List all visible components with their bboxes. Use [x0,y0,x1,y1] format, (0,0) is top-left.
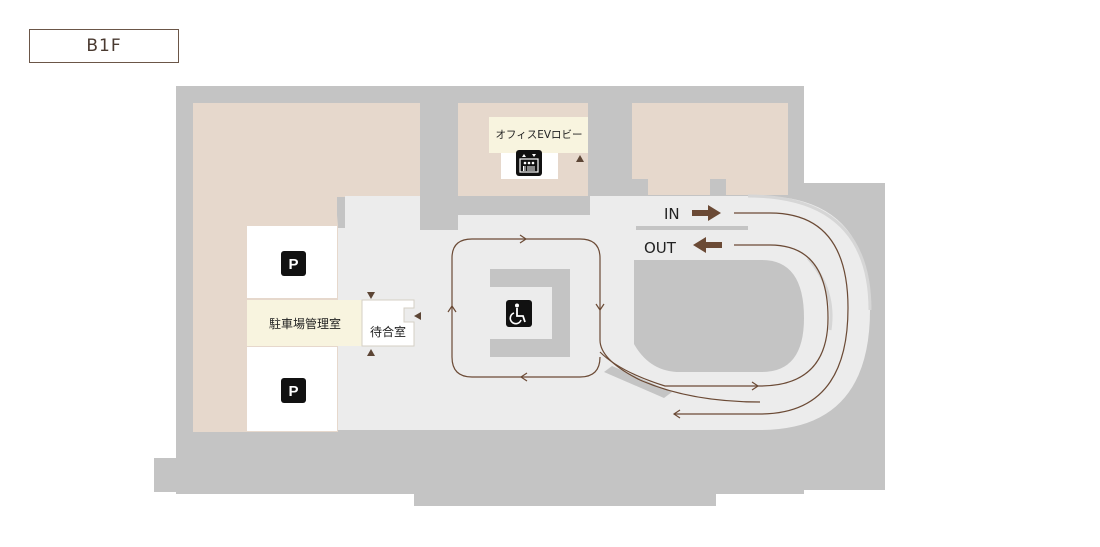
in-label: IN [664,205,680,223]
in-arrow [692,205,721,221]
parking-office-room [247,300,362,346]
entrance-marker-ev [576,155,584,162]
ramp-divider [636,226,748,230]
parking-icon-upper-label: P [288,256,298,273]
parking-icon-upper: P [281,251,306,276]
elevator-icon [516,150,542,176]
out-arrow [693,237,722,253]
route-arrowheads [447,234,760,419]
ramp-slope-strip [604,366,672,398]
wheelchair-icon [506,300,532,327]
entrance-marker-waiting [414,312,421,320]
floor-label: B1F [29,29,179,63]
ramp-island [634,260,804,372]
parking-icon-lower: P [281,378,306,403]
waiting-room [361,299,415,347]
driving-route [451,212,849,415]
out-label: OUT [644,239,677,257]
entrance-marker-office-bottom [367,349,375,356]
ramp-lines [747,194,872,331]
office-ev-lobby-room [489,117,588,153]
central-pillar [490,269,570,357]
tenant-area-right [632,103,788,179]
tenant-area-right-lower2 [726,170,788,195]
parking-office-label: 駐車場管理室 [269,316,341,331]
tenant-area-right-lower [648,170,710,195]
parking-spaces [247,226,337,431]
parking-icon-lower-label: P [288,383,298,400]
office-ev-lobby-label: オフィスEVロビー [495,129,582,141]
waiting-room-label: 待合室 [370,324,406,339]
entrance-marker-office-top [367,292,375,299]
entrance-markers [367,155,584,356]
